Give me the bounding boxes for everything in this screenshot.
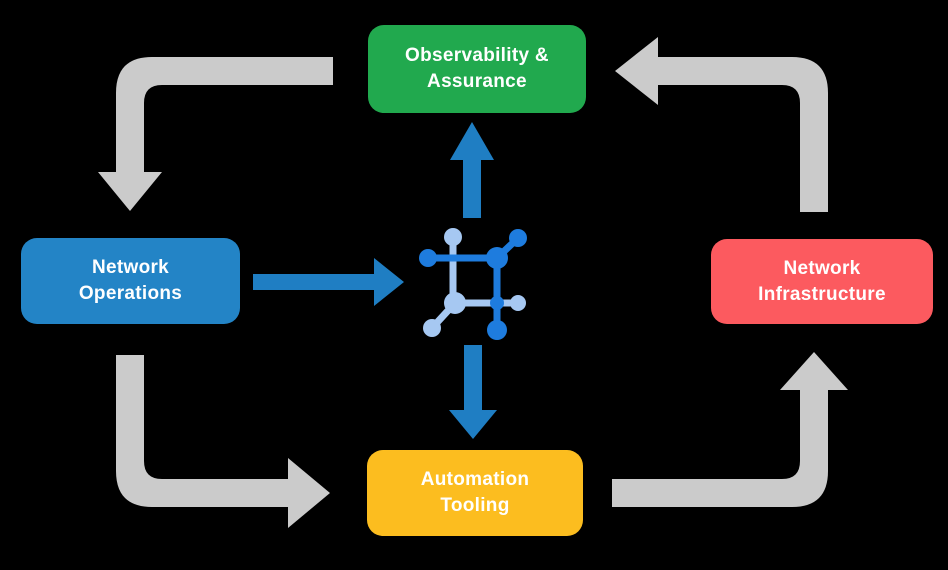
arrow-observability-to-operations [98, 57, 333, 211]
node-infrastructure-label: Network Infrastructure [758, 257, 886, 305]
node-operations-label: Network Operations [78, 257, 183, 304]
node-network-infrastructure: Network Infrastructure [711, 239, 933, 324]
node-network-operations: Network Operations [21, 238, 240, 324]
network-mesh-icon-light-dots [423, 228, 526, 337]
node-observability-label: Observability & Assurance [405, 45, 549, 92]
network-mesh-icon [419, 228, 527, 340]
arrow-automation-to-infrastructure [612, 352, 848, 507]
node-observability-assurance: Observability & Assurance [368, 25, 586, 113]
arrow-platform-to-observability [450, 122, 494, 218]
network-mesh-icon-dark-dots [419, 229, 527, 340]
arrow-operations-to-automation [116, 355, 330, 528]
arrow-infrastructure-to-observability [615, 37, 828, 212]
arrow-platform-to-automation [449, 345, 497, 439]
node-automation-label: Automation Tooling [420, 469, 530, 516]
arrow-operations-to-platform [253, 258, 404, 306]
node-automation-tooling: Automation Tooling [367, 450, 583, 536]
